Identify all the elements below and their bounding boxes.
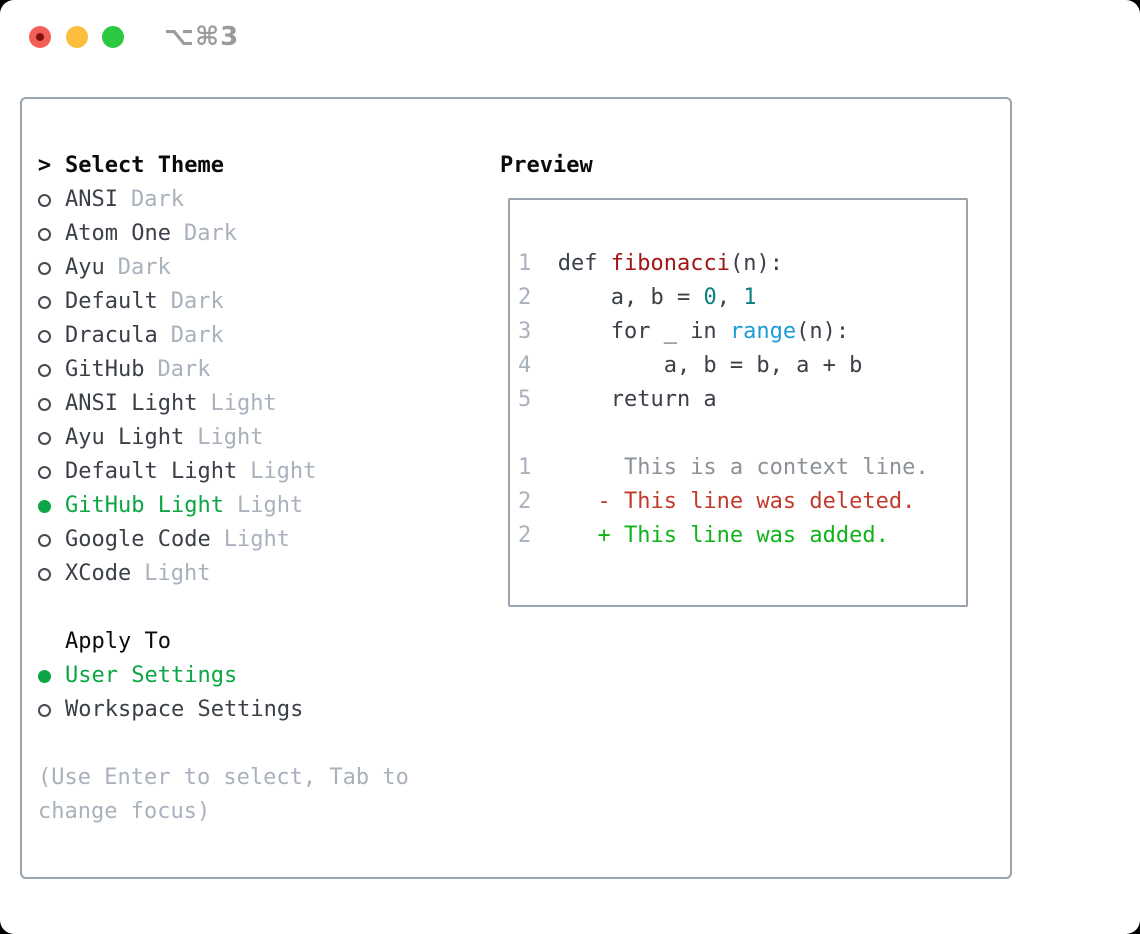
spacer [38, 591, 409, 625]
code-line: 2 - This line was deleted. [518, 489, 916, 514]
theme-variant-tag: Light [250, 459, 317, 484]
selected-radio-icon [38, 669, 51, 683]
theme-option-xcode[interactable]: XCode Light [38, 557, 409, 591]
theme-variant-tag: Dark [130, 187, 184, 212]
radio-icon [38, 261, 51, 275]
theme-variant-tag: Dark [170, 323, 224, 348]
preview-title: Preview [500, 153, 593, 178]
theme-option-default-light[interactable]: Default Light Light [38, 455, 409, 489]
theme-name: ANSI Light [65, 391, 198, 416]
theme-variant-tag: Light [197, 425, 264, 450]
theme-name: Ayu [65, 255, 105, 280]
code-line: 5 return a [518, 387, 717, 412]
radio-icon [38, 533, 51, 547]
theme-name: XCode [65, 561, 132, 586]
preview-header: Preview [500, 149, 968, 183]
theme-option-dracula[interactable]: Dracula Dark [38, 319, 409, 353]
theme-variant-tag: Dark [117, 255, 171, 280]
preview-pane: Preview 1 def fibonacci(n): 2 a, b = 0, 1… [500, 149, 968, 607]
apply-to-header: Apply To [38, 625, 409, 659]
apply-to-title: Apply To [65, 629, 171, 654]
theme-option-ayu-light[interactable]: Ayu Light Light [38, 421, 409, 455]
theme-variant-tag: Dark [157, 357, 211, 382]
radio-icon [38, 329, 51, 343]
code-line [518, 417, 966, 451]
preview-code: 1 def fibonacci(n): 2 a, b = 0, 1 3 for _ … [518, 247, 966, 553]
theme-variant-tag: Dark [170, 289, 224, 314]
radio-icon [38, 227, 51, 241]
window-title: ⌥⌘3 [164, 22, 240, 52]
theme-option-atom-one[interactable]: Atom One Dark [38, 217, 409, 251]
hint-line: change focus) [38, 799, 211, 824]
theme-option-ayu[interactable]: Ayu Dark [38, 251, 409, 285]
radio-icon [38, 363, 51, 377]
theme-variant-tag: Light [210, 391, 277, 416]
theme-option-ansi[interactable]: ANSI Dark [38, 183, 409, 217]
radio-icon [38, 397, 51, 411]
theme-name: Ayu Light [65, 425, 185, 450]
theme-name: Atom One [65, 221, 171, 246]
hint-text: (Use Enter to select, Tab to change focus… [38, 761, 409, 829]
apply-option-workspace-settings[interactable]: Workspace Settings [38, 693, 409, 727]
theme-name: GitHub [65, 357, 145, 382]
theme-name: ANSI [65, 187, 118, 212]
cursor-marker: > [37, 153, 52, 178]
hint-line: (Use Enter to select, Tab to [38, 765, 409, 790]
theme-option-github[interactable]: GitHub Dark [38, 353, 409, 387]
minimize-button[interactable] [66, 26, 88, 48]
theme-name: Google Code [65, 527, 211, 552]
theme-name: Default Light [65, 459, 238, 484]
theme-option-google-code[interactable]: Google Code Light [38, 523, 409, 557]
close-button[interactable] [29, 26, 51, 48]
apply-option-label: Workspace Settings [65, 697, 304, 722]
radio-icon [38, 193, 51, 207]
select-theme-header: > Select Theme [38, 149, 409, 183]
theme-variant-tag: Dark [183, 221, 237, 246]
code-line: 2 + This line was added. [518, 523, 889, 548]
theme-name: Dracula [65, 323, 158, 348]
theme-option-ansi-light[interactable]: ANSI Light Light [38, 387, 409, 421]
theme-name: GitHub Light [65, 493, 224, 518]
theme-option-github-light[interactable]: GitHub Light Light [38, 489, 409, 523]
theme-name: Default [65, 289, 158, 314]
radio-icon [38, 703, 51, 717]
selected-radio-icon [38, 499, 51, 513]
radio-icon [38, 295, 51, 309]
select-theme-title: Select Theme [65, 153, 224, 178]
radio-icon [38, 431, 51, 445]
spacer [38, 727, 409, 761]
code-line: 1 This is a context line. [518, 455, 929, 480]
code-line: 2 a, b = 0, 1 [518, 285, 757, 310]
theme-variant-tag: Light [223, 527, 290, 552]
radio-icon [38, 465, 51, 479]
theme-variant-tag: Light [144, 561, 211, 586]
code-line: 1 def fibonacci(n): [518, 251, 783, 276]
apply-option-user-settings[interactable]: User Settings [38, 659, 409, 693]
radio-icon [38, 567, 51, 581]
apply-option-label: User Settings [65, 663, 238, 688]
code-line: 3 for _ in range(n): [518, 319, 850, 344]
theme-variant-tag: Light [236, 493, 304, 518]
preview-box: 1 def fibonacci(n): 2 a, b = 0, 1 3 for _ … [508, 198, 968, 607]
zoom-button[interactable] [102, 26, 124, 48]
theme-option-default[interactable]: Default Dark [38, 285, 409, 319]
code-line: 4 a, b = b, a + b [518, 353, 863, 378]
